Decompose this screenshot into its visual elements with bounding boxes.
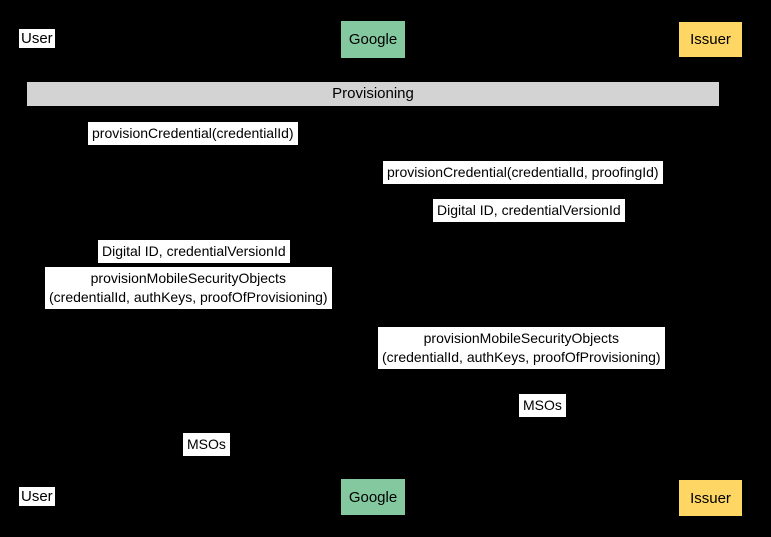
- actor-issuer-top: Issuer: [679, 22, 742, 57]
- message-msos-google-to-user: MSOs: [183, 433, 230, 456]
- actor-user-top: User: [19, 29, 55, 48]
- message-digital-id-google-to-user: Digital ID, credentialVersionId: [98, 240, 290, 263]
- actor-google-bottom: Google: [341, 479, 405, 515]
- message-msos-issuer-to-google: MSOs: [519, 394, 566, 417]
- message-provision-mso-google-to-issuer: provisionMobileSecurityObjects (credenti…: [378, 327, 665, 369]
- message-provision-mso-user-to-google: provisionMobileSecurityObjects (credenti…: [45, 267, 332, 309]
- actor-google-top: Google: [341, 21, 405, 58]
- message-provision-credential-proofing: provisionCredential(credentialId, proofi…: [383, 161, 663, 184]
- message-provision-credential: provisionCredential(credentialId): [88, 122, 298, 145]
- frame-provisioning-band: Provisioning: [27, 82, 719, 106]
- message-digital-id-issuer-to-google: Digital ID, credentialVersionId: [433, 199, 625, 222]
- actor-issuer-bottom: Issuer: [679, 480, 742, 516]
- actor-user-bottom: User: [19, 487, 55, 506]
